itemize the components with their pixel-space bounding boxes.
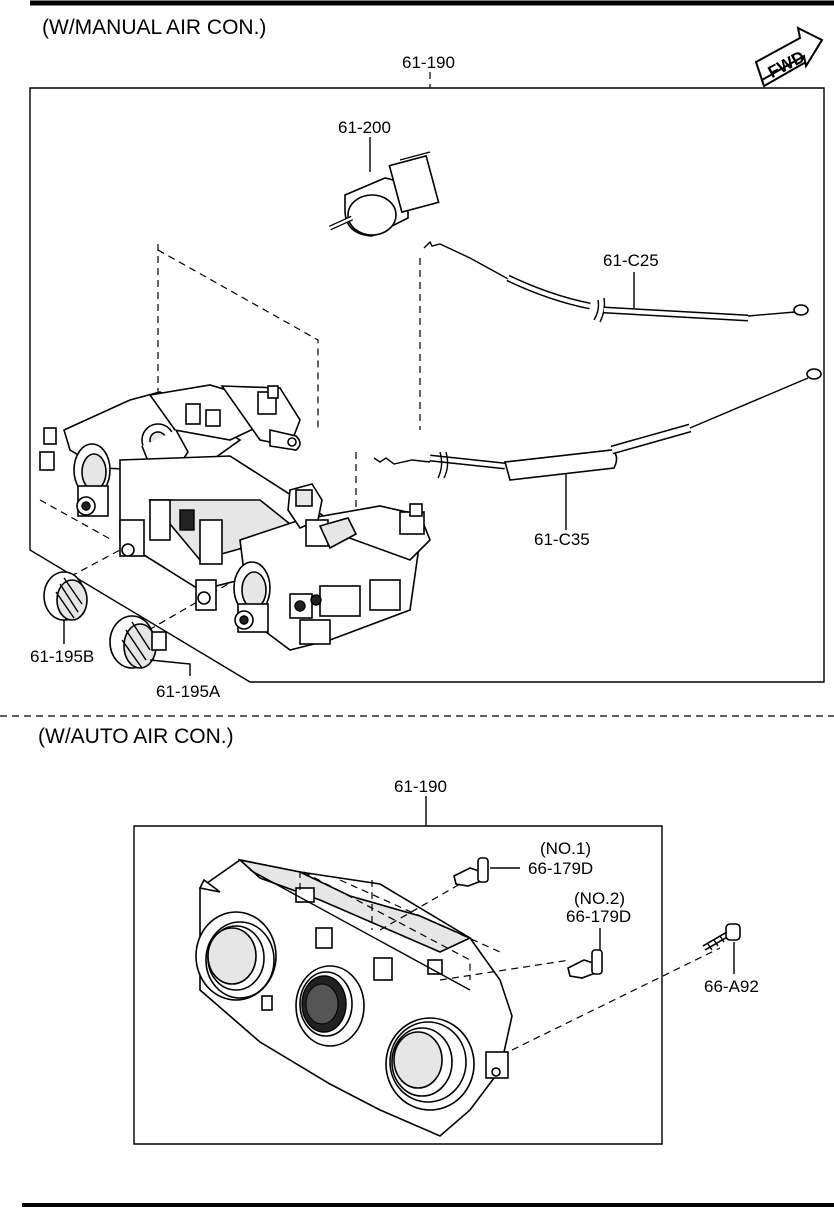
cable-61-c25 — [423, 240, 809, 323]
fwd-arrow-icon: FWD — [754, 26, 824, 88]
label-61-195a: 61-195A — [156, 682, 221, 701]
section-title-auto: (W/AUTO AIR CON.) — [38, 725, 234, 748]
label-61-195b: 61-195B — [30, 647, 94, 666]
label-no2: (NO.2) — [574, 889, 625, 908]
label-61-c35: 61-C35 — [534, 530, 590, 549]
auto-assembly-frame — [133, 825, 663, 1145]
label-66-179d-no1: 66-179D — [528, 859, 593, 878]
knob-61-195b — [43, 571, 88, 644]
auto-control-head — [195, 858, 513, 1137]
blower-switch — [328, 137, 440, 237]
cable-61-c35 — [373, 368, 822, 530]
label-61-190-manual: 61-190 — [402, 53, 455, 72]
screw-66-a92 — [702, 923, 741, 974]
manual-assembly-frame — [29, 87, 825, 683]
label-66-179d-no2: 66-179D — [566, 907, 631, 926]
knob-61-195a — [109, 615, 191, 676]
label-61-200: 61-200 — [338, 118, 391, 137]
label-66-a92: 66-A92 — [704, 977, 759, 996]
screw-66-179d-no2 — [567, 928, 603, 979]
label-no1: (NO.1) — [540, 839, 591, 858]
label-61-c25: 61-C25 — [603, 251, 659, 270]
label-61-190-auto: 61-190 — [394, 777, 447, 796]
manual-control-head — [39, 384, 431, 651]
screw-66-179d-no1 — [453, 857, 520, 887]
section-title-manual: (W/MANUAL AIR CON.) — [42, 16, 266, 39]
